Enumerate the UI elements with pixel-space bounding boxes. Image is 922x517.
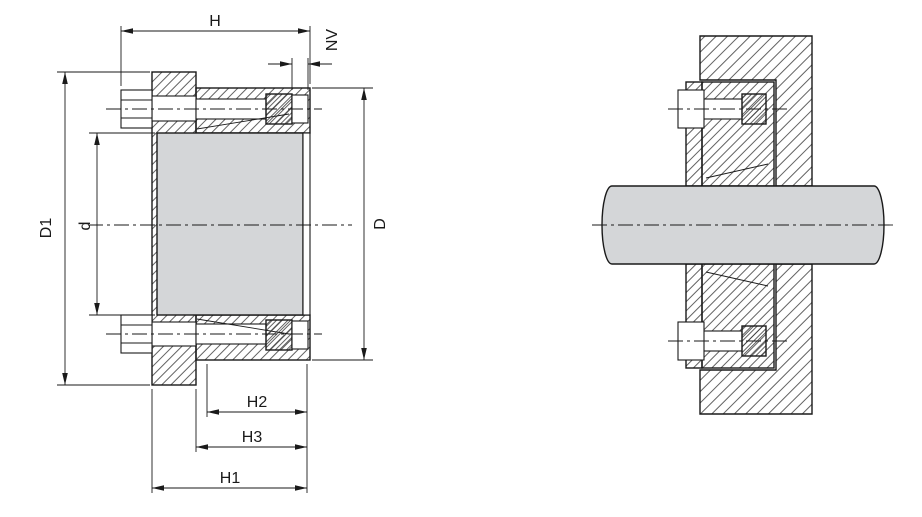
outer-ring-inner-face (302, 132, 311, 316)
dim-label-h: H (209, 13, 221, 30)
taper-line-top (196, 113, 290, 130)
screw-pocket-bottom (291, 320, 309, 350)
dim-label-h3: H3 (242, 429, 263, 446)
dim-label-D: D (372, 218, 389, 230)
taper-line-bottom-right-view (705, 271, 769, 287)
dim-label-nv: NV (324, 29, 341, 52)
clamp-screw-thread-bottom (265, 319, 293, 351)
dim-label-d1: D1 (38, 218, 55, 239)
dim-label-h2: H2 (247, 394, 268, 411)
inner-sleeve-bore (156, 132, 304, 316)
dim-label-d: d (77, 222, 94, 231)
taper-line-bottom (196, 318, 290, 335)
dim-label-h1: H1 (220, 470, 241, 487)
taper-line-top-right-view (705, 163, 769, 179)
right-view (592, 35, 897, 415)
bolt-hole-top (151, 95, 197, 122)
dimensions: H NV D1 d D H2 H3 H1 (38, 13, 389, 493)
left-view (88, 71, 352, 386)
